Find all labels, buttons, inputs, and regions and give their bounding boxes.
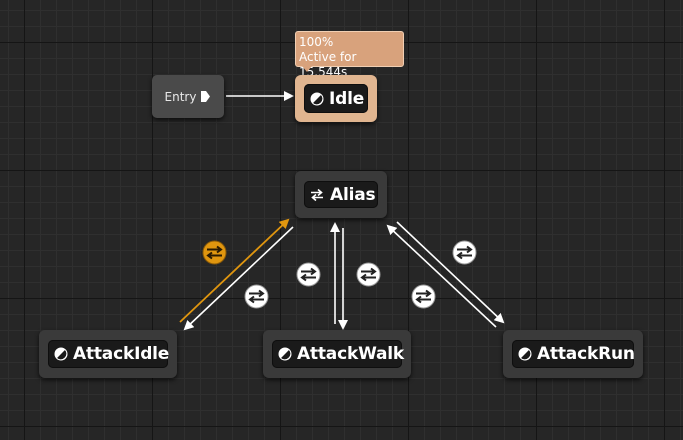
alias-arrows-icon — [311, 188, 323, 201]
state-half-circle-icon — [54, 347, 68, 361]
state-label-attackwalk: AttackWalk — [297, 344, 405, 364]
state-node-attackidle[interactable]: AttackIdle — [39, 330, 177, 378]
state-label-attackidle: AttackIdle — [73, 344, 170, 364]
alias-node-body: Alias — [304, 181, 378, 208]
entry-pin-icon[interactable] — [200, 90, 211, 103]
entry-node[interactable]: Entry — [152, 75, 224, 118]
state-node-idle[interactable]: Idle — [295, 75, 377, 122]
state-node-attackrun-body: AttackRun — [512, 340, 635, 368]
state-label-idle: Idle — [329, 88, 365, 109]
idle-status-tooltip: 100% Active for 15.544s — [295, 31, 404, 79]
tooltip-tail — [302, 66, 312, 72]
state-half-circle-icon — [278, 347, 292, 361]
alias-node[interactable]: Alias — [295, 171, 387, 218]
state-half-circle-icon — [518, 347, 532, 361]
state-node-attackwalk[interactable]: AttackWalk — [263, 330, 411, 378]
transition-rule-icon[interactable] — [411, 284, 436, 309]
alias-label: Alias — [330, 184, 376, 205]
transition-attackrun-to-alias[interactable] — [386, 224, 497, 328]
state-node-idle-body: Idle — [304, 84, 368, 113]
transition-rule-icon[interactable] — [452, 240, 477, 265]
transition-alias-to-attackrun[interactable] — [396, 221, 505, 324]
transition-attackidle-to-alias[interactable] — [179, 218, 290, 323]
tooltip-weight: 100% — [299, 35, 334, 49]
transition-rule-icon[interactable] — [296, 262, 321, 287]
state-node-attackwalk-body: AttackWalk — [272, 340, 405, 368]
state-label-attackrun: AttackRun — [537, 344, 635, 364]
entry-label: Entry — [164, 89, 197, 104]
transition-rule-icon-active[interactable] — [202, 240, 227, 265]
transition-rule-icon[interactable] — [356, 262, 381, 287]
state-half-circle-icon — [310, 92, 324, 105]
transition-rule-icon[interactable] — [244, 284, 269, 309]
state-node-attackrun[interactable]: AttackRun — [503, 330, 643, 378]
state-node-attackidle-body: AttackIdle — [48, 340, 170, 368]
transition-alias-to-attackidle[interactable] — [183, 226, 294, 331]
